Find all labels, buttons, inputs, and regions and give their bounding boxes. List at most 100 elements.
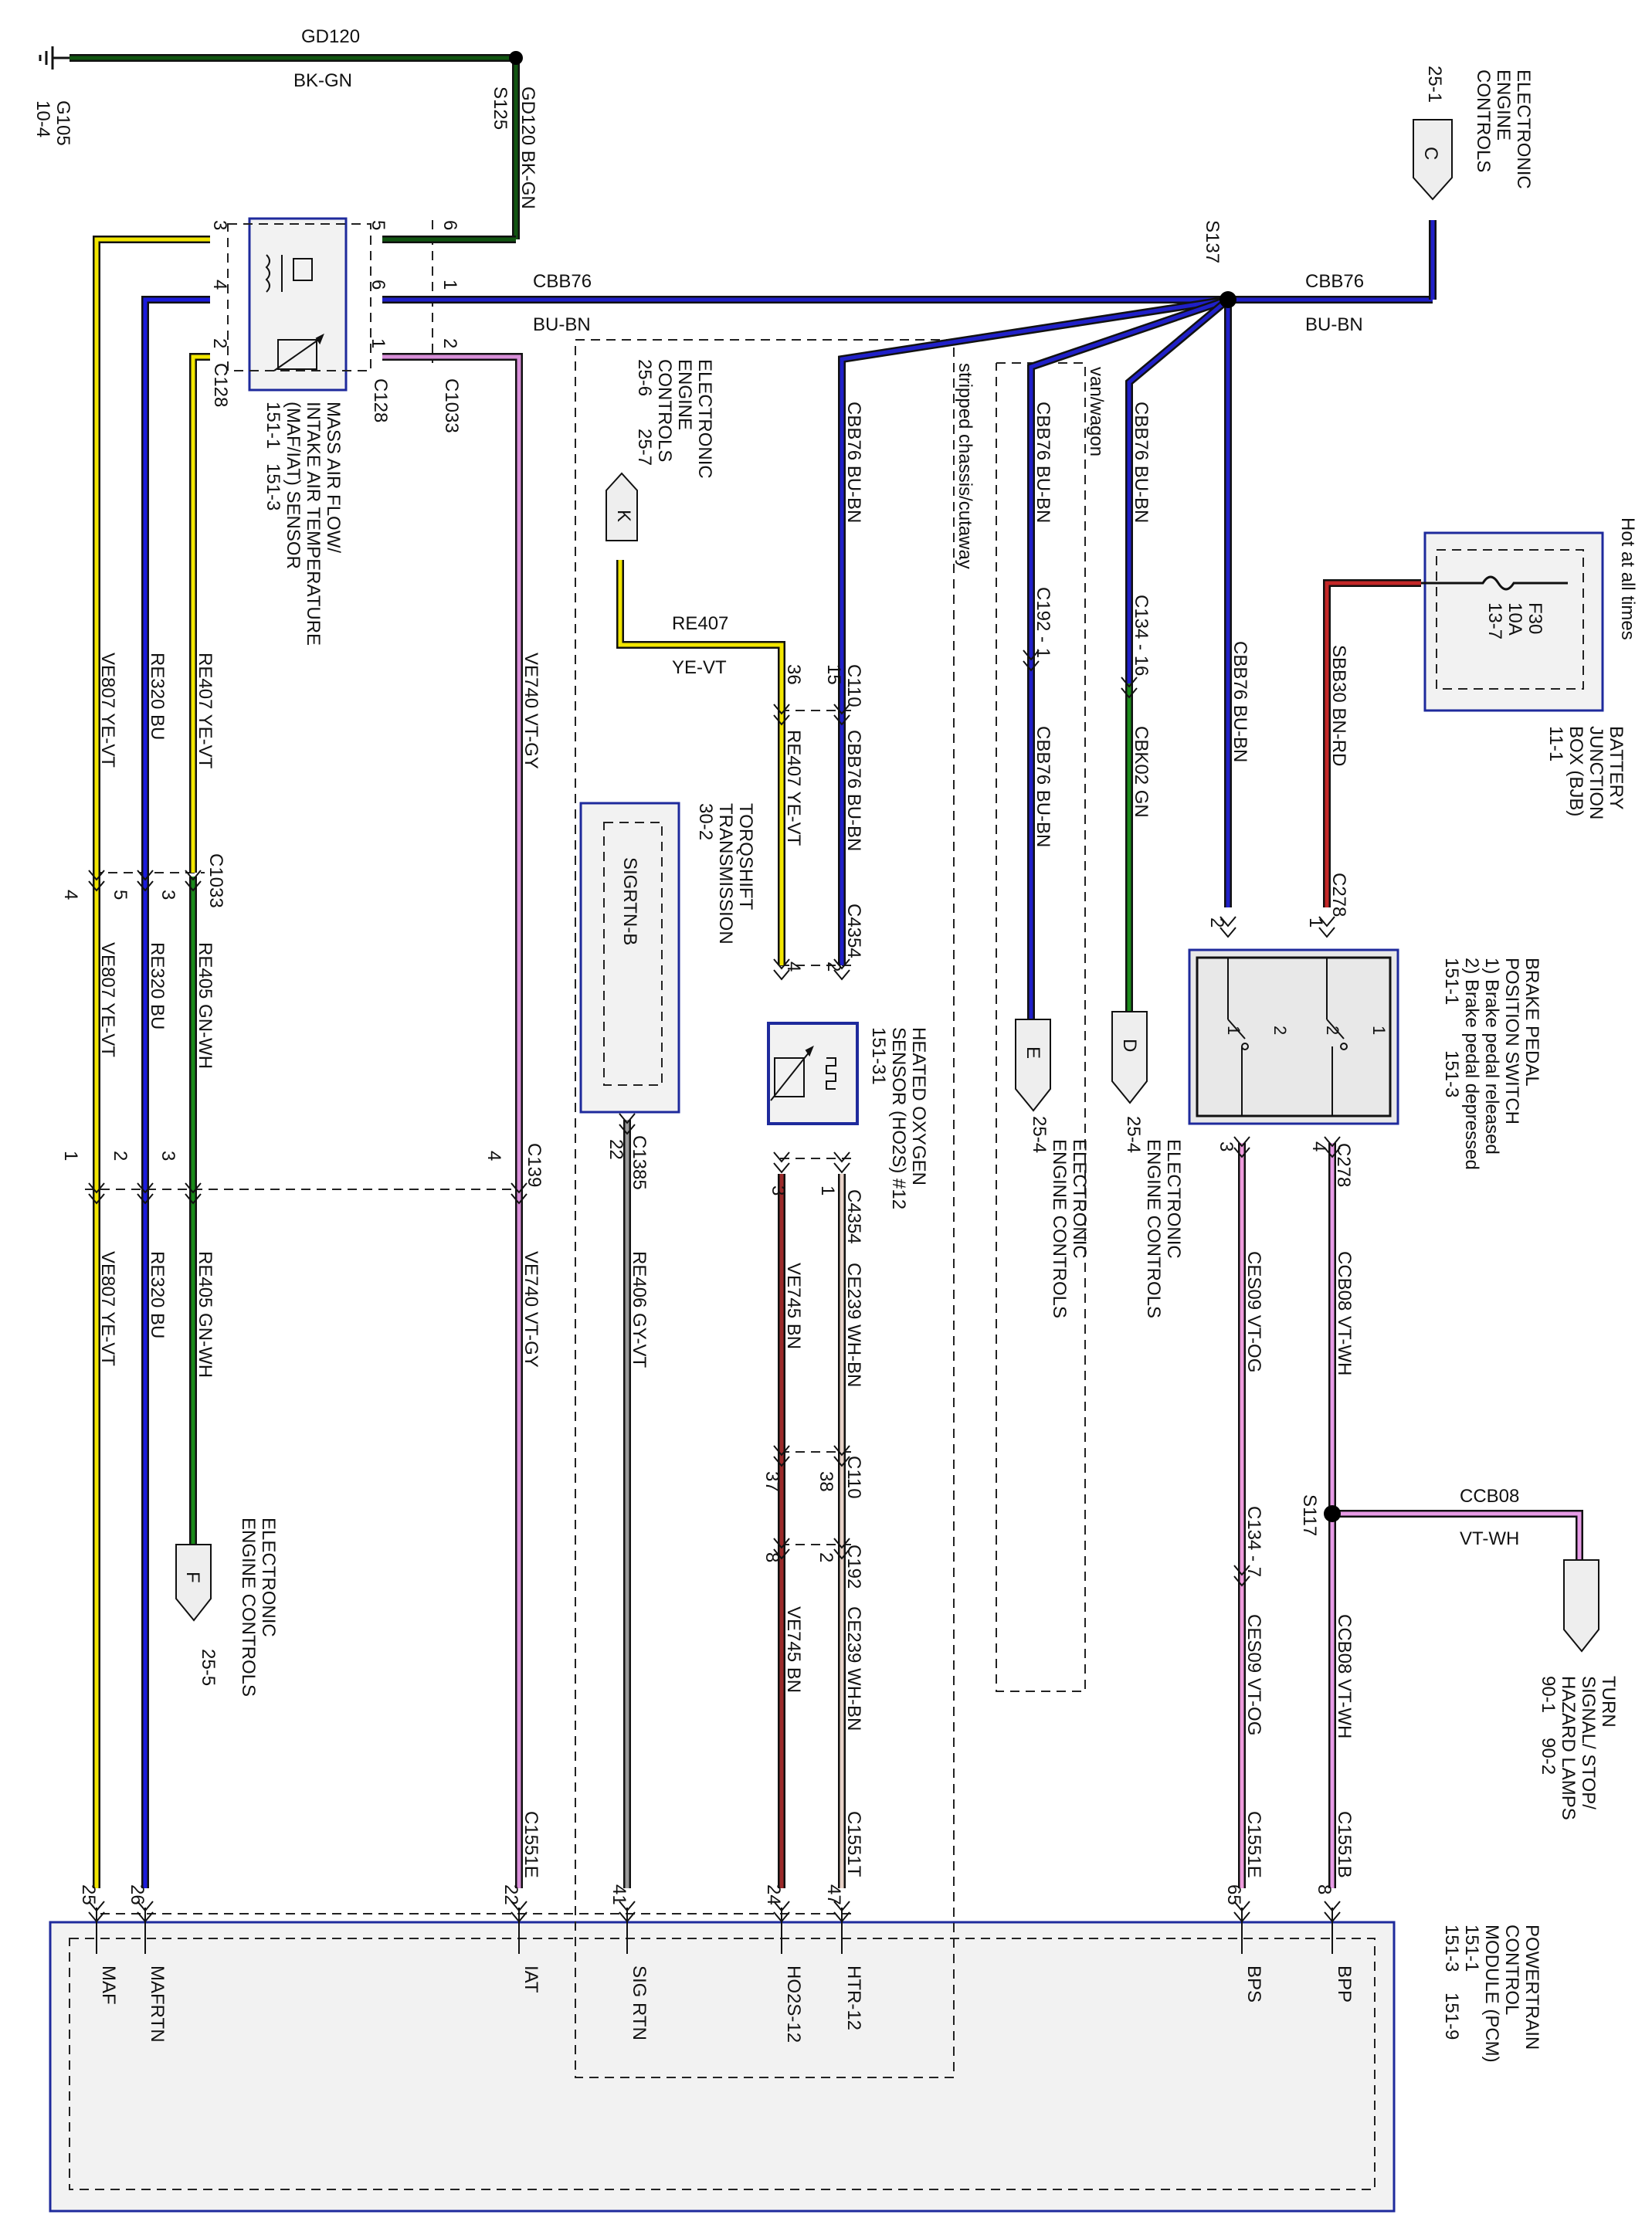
pcm-pin-number: 41: [609, 1884, 629, 1905]
wire-re407-k-color: [618, 560, 784, 965]
wire-cbb76-f-label: CBB76 BU-BN: [1230, 641, 1250, 762]
top-wire-color: BK-GN: [293, 70, 352, 91]
pin-maf-5: 5: [368, 220, 388, 230]
ho2s-sensor-box: [767, 1022, 859, 1125]
connector-terminal-icon: [833, 1538, 850, 1560]
ground-page: 10-4: [32, 100, 53, 137]
connector-terminal-icon: [1219, 916, 1236, 938]
offpage-c-title-2: ENGINE: [1493, 70, 1514, 141]
wire-ces09-a-label: CES09 VT-OG: [1243, 1251, 1264, 1372]
pcm-pin-number: 47: [823, 1884, 844, 1905]
connector-c1551e-b: C1551E: [1243, 1811, 1264, 1878]
maf-sensor-title-2: INTAKE AIR TEMPERATURE: [303, 402, 324, 646]
pin-c278-1: 1: [1305, 917, 1326, 928]
offpage-k-page-2: 25-7: [634, 429, 655, 466]
offpage-f-letter: F: [182, 1572, 203, 1583]
wire-ccb08-a-label: CCB08 VT-WH: [1334, 1251, 1355, 1375]
connector-c192: C192: [843, 1545, 864, 1589]
offpage-e-title-1: ELECTRONIC: [1069, 1139, 1090, 1259]
offpage-c-letter: C: [1420, 147, 1441, 160]
connector-terminal-icon: [1324, 1136, 1341, 1158]
bjb-title-2: JUNCTION: [1586, 726, 1606, 819]
maf-sensor-page-1: 151-1: [263, 402, 283, 449]
pcm-pin-number: 22: [500, 1884, 521, 1905]
offpage-c-icon: [1413, 119, 1453, 201]
connector-c1551t: C1551T: [843, 1811, 864, 1877]
ground-icon: [39, 46, 70, 70]
pcm-pin-sig-rtn: SIG RTN: [629, 1965, 650, 2040]
pcm-page-3: 151-9: [1441, 1993, 1462, 2040]
offpage-c-title-1: ELECTRONIC: [1513, 70, 1534, 189]
ho2s-page: 151-31: [868, 1027, 889, 1085]
offpage-f-title-2: ENGINE CONTROLS: [238, 1518, 259, 1697]
connector-c110a: C110: [843, 664, 864, 707]
pin-c110-38: 38: [816, 1471, 836, 1492]
torqshift-dash: [603, 822, 663, 1086]
wire-ce239-a-label: CE239 WH-BN: [843, 1263, 864, 1387]
pin-c4354-1: 1: [817, 1185, 838, 1196]
connector-c128a: C128: [210, 363, 231, 407]
connector-terminal-icon: [137, 870, 154, 892]
pin-c1033b-3: 3: [158, 890, 178, 900]
connector-terminal-icon: [185, 870, 202, 892]
connector-c1385: C1385: [629, 1135, 650, 1190]
brake-switch-state-1: 1) Brake pedal released: [1481, 958, 1502, 1155]
pin-c192-8: 8: [762, 1552, 782, 1562]
offpage-turn-title-3: HAZARD LAMPS: [1558, 1676, 1579, 1820]
connector-c278a: C278: [1328, 873, 1349, 917]
wire-ces09-b-label: CES09 VT-OG: [1243, 1614, 1264, 1735]
offpage-f-icon: [175, 1544, 212, 1622]
wire-re405-mid-label: RE405 GN-WH: [195, 942, 215, 1069]
connector-terminal-icon: [88, 870, 105, 892]
pin-maf-2: 2: [209, 338, 230, 348]
pin-c278-2: 2: [1206, 917, 1227, 928]
wire-bubn-right-label: BU-BN: [1305, 314, 1363, 335]
switch-contact-2-icon: [1227, 958, 1249, 1116]
offpage-turn-icon: [1563, 1559, 1599, 1653]
pin-c139-3: 3: [158, 1151, 178, 1161]
connector-terminal-icon: [1121, 677, 1138, 699]
switch-pin-1a: 1: [1369, 1026, 1389, 1035]
offpage-d-title-1: ELECTRONIC: [1163, 1139, 1184, 1259]
bjb-page: 13-7: [1484, 602, 1505, 639]
bjb-fuse: F30: [1525, 602, 1545, 634]
pcm-pin-htr-12: HTR-12: [843, 1965, 864, 2030]
wire-mafrtn-low-label: RE320 BU: [147, 1251, 168, 1338]
connector-terminal-icon: [773, 1151, 790, 1174]
connector-c128b: C128: [370, 378, 391, 422]
wire-cbk02-label: CBK02 GN: [1131, 726, 1152, 818]
wire-mafrtn-mid-label: RE320 BU: [147, 942, 168, 1029]
pin-maf-1: 1: [368, 338, 388, 348]
splice-s137: [1219, 291, 1236, 308]
connector-c134-7: C134 - 7: [1243, 1506, 1264, 1577]
pin-c278-3: 3: [1216, 1141, 1236, 1151]
pin-c139-1: 1: [60, 1151, 81, 1161]
switch-pin-2b: 2: [1270, 1026, 1290, 1035]
offpage-k-title-3: CONTROLS: [654, 359, 675, 462]
maf-sensor-title-3: (MAF/IAT) SENSOR: [283, 402, 304, 569]
pcm-pin-number: 25: [78, 1884, 99, 1905]
offpage-e-page: 25-4: [1029, 1116, 1050, 1153]
pin-c1033-1: 1: [439, 280, 460, 290]
connector-terminal-icon: [773, 1538, 790, 1560]
wire-cbb76-right-label: CBB76: [1305, 271, 1364, 292]
splice-s117: [1324, 1505, 1341, 1522]
connector-terminal-icon: [833, 958, 850, 981]
pcm-pin-number: 24: [763, 1884, 784, 1905]
pin-c1033b-4: 4: [60, 890, 81, 900]
note-stripped: stripped chassis/cutaway: [955, 363, 975, 569]
maf-coil-icon: [265, 254, 313, 293]
wire-re407-b-label: RE407 YE-VT: [783, 730, 804, 846]
wire-cbb76-b-label: CBB76 BU-BN: [843, 730, 864, 851]
wire-sbb30-color: [1325, 581, 1421, 907]
wire-maf-low-label: VE807 YE-VT: [97, 1251, 118, 1366]
pin-c1033b-5: 5: [110, 890, 131, 900]
bjb-title-1: BATTERY: [1606, 726, 1627, 809]
bjb-hot-label: Hot at all times: [1617, 517, 1638, 640]
wire-bubn-left-label: BU-BN: [533, 314, 591, 335]
brake-switch-page-1: 151-1: [1441, 958, 1462, 1005]
wire-re406-label: RE406 GY-VT: [629, 1251, 650, 1368]
connector-terminal-icon: [1233, 1136, 1250, 1158]
connector-c110b: C110: [843, 1456, 864, 1499]
wire-ccb08-branch: [1332, 1510, 1583, 1560]
